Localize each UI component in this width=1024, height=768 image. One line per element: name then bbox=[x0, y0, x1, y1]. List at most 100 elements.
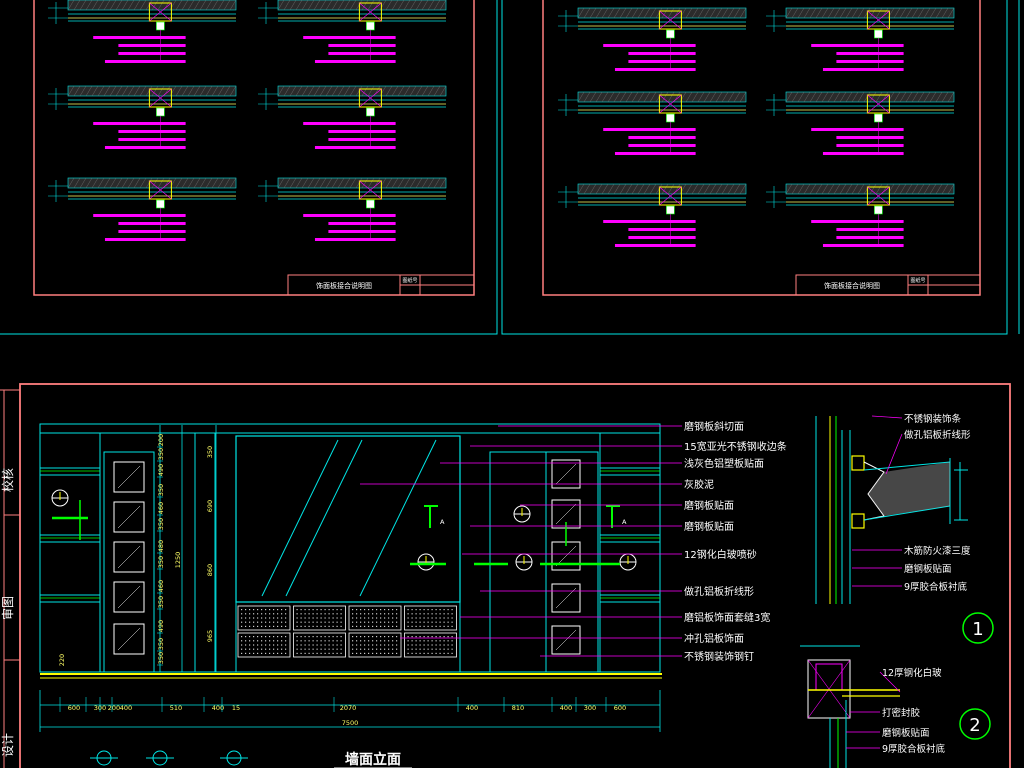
perforation-dot bbox=[368, 617, 370, 619]
perforation-dot bbox=[245, 640, 247, 642]
perforation-dot bbox=[340, 609, 342, 611]
perforation-dot bbox=[396, 617, 398, 619]
perforation-dot bbox=[384, 617, 386, 619]
hatch-line bbox=[79, 0, 87, 11]
hatch-line bbox=[343, 177, 351, 189]
hatch-line bbox=[139, 0, 147, 11]
perforation-dot bbox=[245, 621, 247, 623]
perforation-dot bbox=[419, 652, 421, 654]
perforation-dot bbox=[245, 617, 247, 619]
hatch-line bbox=[295, 177, 303, 189]
perforation-dot bbox=[419, 621, 421, 623]
perforation-dot bbox=[269, 636, 271, 638]
hatch-line bbox=[643, 7, 651, 19]
perforation-dot bbox=[407, 625, 409, 627]
annotation-label: 12钢化白玻喷砂 bbox=[684, 548, 757, 561]
perforation-dot bbox=[316, 648, 318, 650]
perforation-dot bbox=[253, 644, 255, 646]
hatch-line bbox=[613, 7, 621, 19]
leader-label-bar bbox=[836, 52, 904, 55]
perforation-dot bbox=[451, 652, 453, 654]
hatch-line bbox=[181, 177, 189, 189]
perforation-dot bbox=[423, 621, 425, 623]
perforation-dot bbox=[372, 613, 374, 615]
perforation-dot bbox=[285, 636, 287, 638]
perforation-dot bbox=[316, 644, 318, 646]
perforation-dot bbox=[384, 609, 386, 611]
hatch-line bbox=[851, 91, 859, 103]
hatch-line bbox=[79, 85, 87, 97]
perforation-dot bbox=[356, 609, 358, 611]
section-mark-label: A bbox=[622, 518, 627, 526]
perforation-dot bbox=[312, 636, 314, 638]
perforation-dot bbox=[253, 621, 255, 623]
detail-section bbox=[766, 91, 955, 155]
perforation-dot bbox=[296, 636, 298, 638]
glass-reflection bbox=[117, 465, 141, 489]
perforation-dot bbox=[257, 613, 259, 615]
hatch-line bbox=[667, 183, 675, 195]
hatch-line bbox=[121, 177, 129, 189]
leader-label-bar bbox=[614, 152, 696, 155]
hatch-line bbox=[703, 183, 711, 195]
perforated-panel bbox=[404, 632, 457, 658]
perforation-dot bbox=[320, 640, 322, 642]
hatch-line bbox=[797, 183, 805, 195]
perforation-dot bbox=[431, 609, 433, 611]
bottom-dimension: 510 bbox=[170, 704, 182, 712]
annotation-leader bbox=[879, 671, 901, 693]
perforation-dot bbox=[277, 636, 279, 638]
bottom-dimension: 400 bbox=[560, 704, 572, 712]
hatch-line bbox=[607, 91, 615, 103]
perforation-dot bbox=[261, 652, 263, 654]
perforation-dot bbox=[320, 636, 322, 638]
perforation-dot bbox=[253, 640, 255, 642]
perforation-dot bbox=[249, 625, 251, 627]
perforation-dot bbox=[380, 640, 382, 642]
perforation-dot bbox=[273, 644, 275, 646]
perforation-dot bbox=[392, 648, 394, 650]
perforation-dot bbox=[352, 640, 354, 642]
perforation-dot bbox=[388, 652, 390, 654]
perforation-dot bbox=[380, 609, 382, 611]
hatch-line bbox=[361, 177, 369, 189]
perforation-dot bbox=[423, 644, 425, 646]
hatch-line bbox=[199, 85, 207, 97]
perforation-dot bbox=[419, 644, 421, 646]
joint-box bbox=[358, 2, 382, 22]
perforation-dot bbox=[443, 609, 445, 611]
perforation-dot bbox=[388, 617, 390, 619]
perforation-dot bbox=[435, 644, 437, 646]
cross-line bbox=[659, 10, 682, 30]
perforation-dot bbox=[411, 621, 413, 623]
vertical-dimension: 460 bbox=[157, 502, 165, 514]
perforation-dot bbox=[364, 648, 366, 650]
perforation-dot bbox=[360, 644, 362, 646]
vertical-dimension: 350 bbox=[157, 556, 165, 568]
hatch-line bbox=[625, 7, 633, 19]
perforation-dot bbox=[423, 636, 425, 638]
hatch-line bbox=[589, 91, 597, 103]
hatch-line bbox=[851, 7, 859, 19]
perforation-dot bbox=[411, 640, 413, 642]
vertical-dimension: 480 bbox=[157, 540, 165, 552]
hatch-line bbox=[337, 0, 345, 11]
cross-line bbox=[867, 10, 890, 30]
hatch-line bbox=[103, 177, 111, 189]
detail-2-annotation: 12厚钢化白玻 bbox=[882, 667, 942, 679]
hatch-line bbox=[685, 183, 693, 195]
hatch-line bbox=[739, 91, 747, 103]
perforation-dot bbox=[360, 640, 362, 642]
hatch-line bbox=[205, 177, 213, 189]
perforation-dot bbox=[439, 613, 441, 615]
perforation-dot bbox=[407, 648, 409, 650]
perforation-dot bbox=[376, 652, 378, 654]
leader-label-bar bbox=[118, 138, 186, 141]
perforated-panel bbox=[348, 605, 402, 631]
perforation-dot bbox=[388, 609, 390, 611]
perforation-dot bbox=[328, 613, 330, 615]
hatch-line bbox=[205, 85, 213, 97]
leader-label-bar bbox=[328, 52, 396, 55]
perforation-dot bbox=[245, 613, 247, 615]
